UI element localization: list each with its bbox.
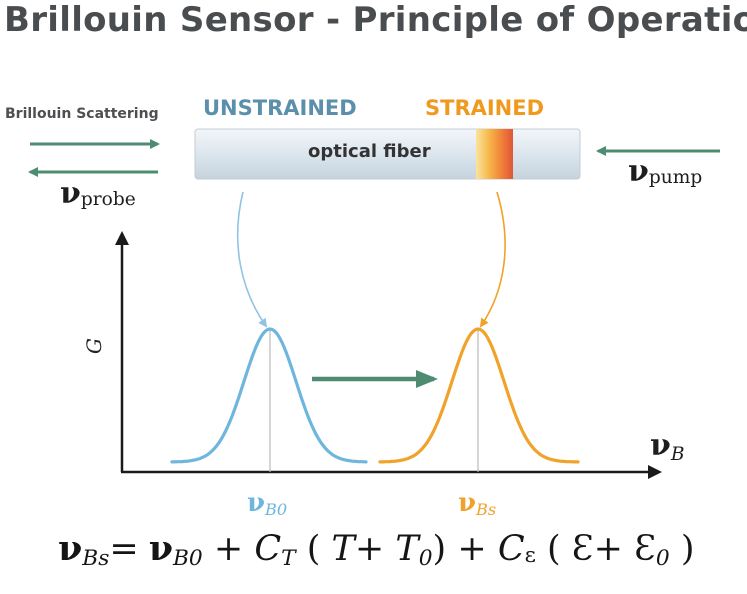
optical-fiber-label: optical fiber — [308, 141, 431, 162]
strained-section — [476, 129, 513, 179]
brillouin-shift-equation: νBs=νB0 + CT ( T+ T0) + Cε ( Ɛ+ Ɛ0 ) — [58, 528, 695, 572]
unstrained-gain-curve — [170, 327, 368, 464]
strained-label: STRAINED — [425, 96, 545, 120]
diagram-title: Brillouin Sensor - Principle of Operatio… — [4, 0, 747, 40]
probe-frequency-label: νprobe — [60, 176, 136, 211]
unstrained-label: UNSTRAINED — [203, 96, 357, 120]
strained-gain-curve — [378, 327, 580, 464]
gain-axis-label: G — [81, 338, 106, 354]
pump-frequency-label: νpump — [628, 154, 703, 189]
frequency-axis-label: νB — [650, 428, 685, 465]
brillouin-scattering-label: Brillouin Scattering — [5, 106, 159, 122]
strained-mapping-arrow — [479, 191, 506, 328]
unstrained-mapping-arrow — [236, 191, 268, 328]
strained-peak-label: νBs — [458, 488, 497, 520]
unstrained-peak-label: νB0 — [247, 488, 288, 520]
